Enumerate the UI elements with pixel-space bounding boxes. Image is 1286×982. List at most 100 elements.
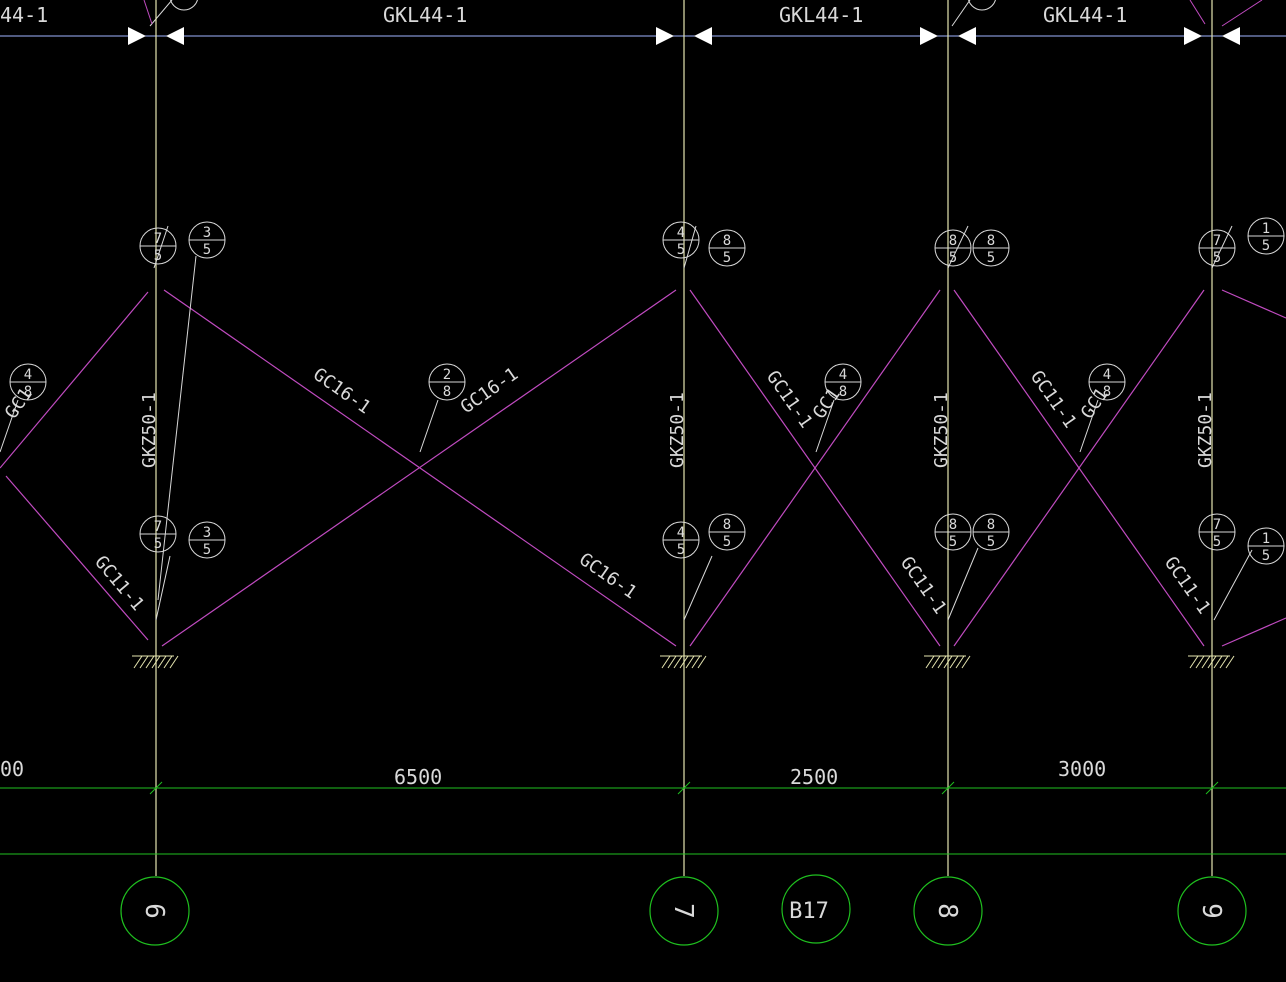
marker-bottom-value: 8 [443, 384, 451, 400]
node-marker-brace-6-7-mid[interactable]: 28 [428, 363, 466, 401]
node-marker-col9-bot-a[interactable]: 75 [1198, 513, 1236, 551]
axis-bubble-8[interactable]: 8 [913, 876, 983, 946]
brace-line[interactable] [1221, 289, 1286, 319]
axis-bubble-b17[interactable]: B17 [781, 874, 851, 944]
beam-label-6-7: GKL44-1 [383, 3, 467, 27]
node-marker-col7-bot-b[interactable]: 85 [708, 513, 746, 551]
marker-top-value: 8 [949, 233, 957, 249]
brace-line[interactable] [1221, 617, 1286, 647]
marker-bottom-value: 5 [1213, 250, 1221, 266]
brace-line[interactable] [0, 291, 149, 469]
node-marker-col6-bot-a[interactable]: 75 [139, 515, 177, 553]
marker-top-value: 7 [154, 231, 162, 247]
leader-line [153, 225, 169, 269]
column-label-9: GKZ50-1 [1195, 392, 1216, 468]
node-marker-brace-left-mid[interactable]: 48 [9, 363, 47, 401]
marker-top-value: 8 [987, 233, 995, 249]
node-marker-col9-bot-b[interactable]: 15 [1247, 527, 1285, 565]
marker-top-value: 4 [839, 367, 847, 383]
marker-top-value: 2 [443, 367, 451, 383]
marker-top-value: 7 [1213, 233, 1221, 249]
marker-top-value: 7 [154, 519, 162, 535]
brace-label: GC11-1 [762, 367, 817, 432]
node-marker-col9-top-b[interactable]: 15 [1247, 217, 1285, 255]
brace-line-partial [1189, 0, 1206, 25]
marker-partial [170, 0, 198, 11]
node-marker-col6-top-a[interactable]: 75 [139, 227, 177, 265]
beam-label-8-9: GKL44-1 [1043, 3, 1127, 27]
node-marker-col8-bot-b[interactable]: 85 [972, 513, 1010, 551]
leader-line [815, 399, 835, 453]
axis-label: 8 [932, 903, 962, 919]
column-label-8: GKZ50-1 [931, 392, 952, 468]
marker-top-value: 4 [677, 525, 685, 541]
marker-bottom-value: 5 [987, 534, 995, 550]
marker-top-value: 8 [987, 517, 995, 533]
dimension-text: 2500 [790, 765, 838, 789]
leader-line [947, 225, 969, 269]
node-marker-col7-top-b[interactable]: 85 [708, 229, 746, 267]
marker-top-value: 8 [723, 233, 731, 249]
brace-label: GC16-1 [575, 549, 640, 604]
node-marker-col6-bot-b[interactable]: 35 [188, 521, 226, 559]
marker-bottom-value: 5 [154, 536, 162, 552]
node-marker-brace-7-8-mid[interactable]: 48 [824, 363, 862, 401]
marker-top-value: 8 [949, 517, 957, 533]
brace-line[interactable] [953, 289, 1205, 647]
marker-bottom-value: 8 [1103, 384, 1111, 400]
marker-bottom-value: 5 [154, 248, 162, 264]
beam-arrow [656, 27, 674, 45]
node-marker-col7-bot-a[interactable]: 45 [662, 521, 700, 559]
column-label-6: GKZ50-1 [139, 392, 160, 468]
brace-line[interactable] [161, 289, 677, 647]
marker-top-value: 7 [1213, 517, 1221, 533]
marker-bottom-value: 5 [1262, 238, 1270, 254]
node-marker-col9-top-a[interactable]: 75 [1198, 229, 1236, 267]
marker-top-value: 4 [1103, 367, 1111, 383]
beam-arrow [920, 27, 938, 45]
leader-line [947, 547, 979, 621]
brace-label: GC11-1 [1160, 553, 1215, 618]
node-marker-brace-8-9-mid[interactable]: 48 [1088, 363, 1126, 401]
marker-bottom-value: 5 [1262, 548, 1270, 564]
node-marker-col8-top-b[interactable]: 85 [972, 229, 1010, 267]
beam-arrow [128, 27, 146, 45]
marker-bottom-value: 8 [24, 384, 32, 400]
axis-bubble-7[interactable]: 7 [649, 876, 719, 946]
node-marker-col6-top-b[interactable]: 35 [188, 221, 226, 259]
marker-top-value: 3 [203, 225, 211, 241]
dimension-tick [941, 781, 955, 795]
brace-line[interactable] [689, 289, 941, 647]
support-group [132, 655, 1235, 669]
node-marker-col8-bot-a[interactable]: 85 [934, 513, 972, 551]
brace-line[interactable] [5, 475, 149, 641]
brace-label: GC16-1 [309, 364, 374, 419]
brace-label: GC11-1 [1026, 367, 1081, 432]
marker-bottom-value: 8 [839, 384, 847, 400]
beam-label-7-8: GKL44-1 [779, 3, 863, 27]
leader-line [683, 225, 697, 269]
beam-arrow [958, 27, 976, 45]
axis-bubble-9[interactable]: 9 [1177, 876, 1247, 946]
dimension-tick [1205, 781, 1219, 795]
marker-bottom-value: 5 [723, 250, 731, 266]
marker-top-value: 4 [24, 367, 32, 383]
brace-label: GC11-1 [896, 553, 951, 618]
node-marker-col7-top-a[interactable]: 45 [662, 221, 700, 259]
node-marker-col8-top-a[interactable]: 85 [934, 229, 972, 267]
marker-top-value: 4 [677, 225, 685, 241]
leader-line [0, 399, 19, 453]
beam-label-partial: 44-1 [0, 3, 48, 27]
dimension-text: 00 [0, 757, 24, 781]
marker-bottom-value: 5 [987, 250, 995, 266]
leader-line [1211, 225, 1233, 269]
axis-label: 9 [1196, 903, 1226, 919]
column-group: GKZ50-1 GKZ50-1 GKZ50-1 GKZ50-1 [139, 0, 1216, 876]
beam-arrow [694, 27, 712, 45]
beam-line-group: 44-1 GKL44-1 GKL44-1 GKL44-1 [0, 0, 1286, 45]
axis-bubble-6[interactable]: 6 [120, 876, 190, 946]
marker-bottom-value: 5 [203, 542, 211, 558]
axis-label: 7 [668, 903, 698, 919]
